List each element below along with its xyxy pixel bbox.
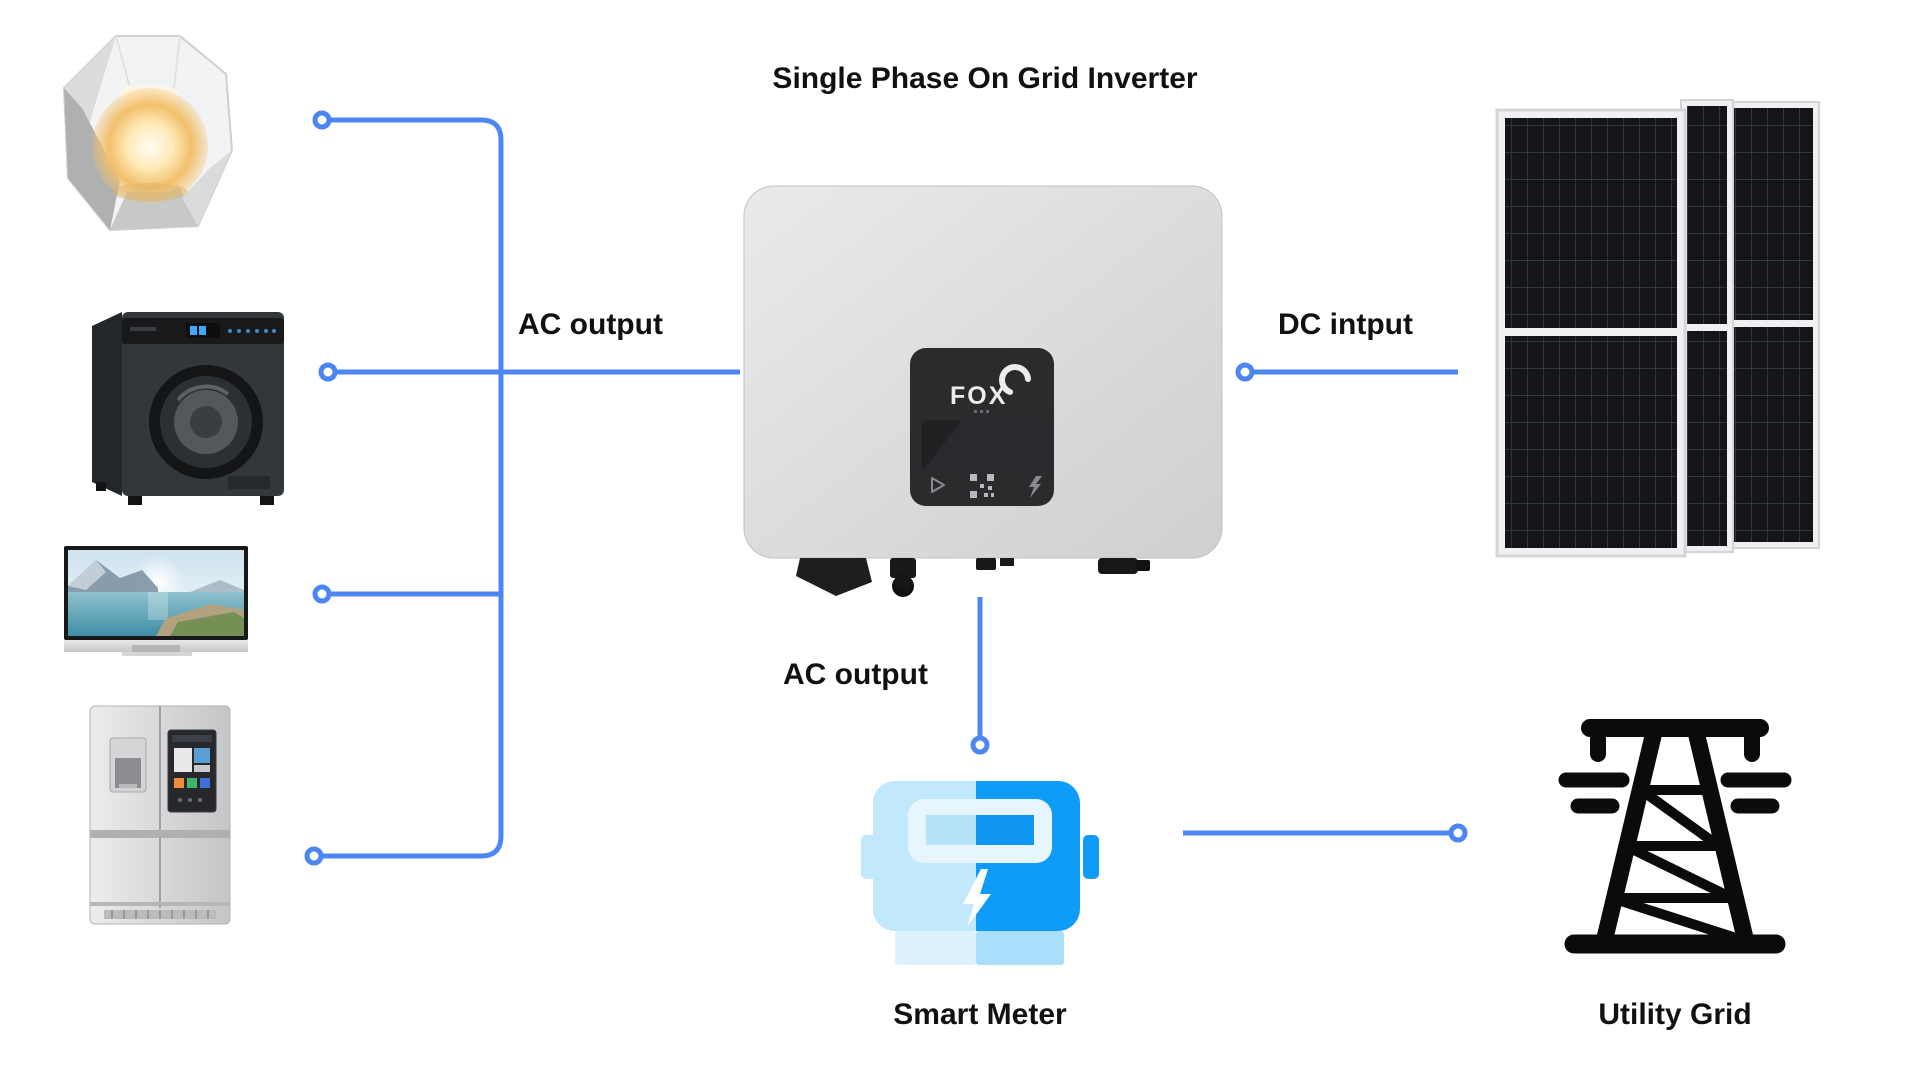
node-lamp [312, 110, 332, 130]
solar-panel-front [1495, 108, 1687, 558]
solar-panel-array-icon [1495, 99, 1820, 558]
loads-trunk-line [314, 117, 504, 859]
smart-meter-label: Smart Meter [893, 998, 1067, 1031]
solar-panel-middle [1680, 99, 1734, 553]
ac-output-bottom-label: AC output [783, 658, 928, 691]
inverter-connectors [796, 558, 1150, 597]
solar-panel-back [1726, 101, 1820, 549]
television-icon [64, 546, 248, 656]
node-washer [318, 362, 338, 382]
inverter-brand-text: FOX [950, 382, 1007, 410]
washing-machine-icon [92, 312, 284, 505]
page-title: Single Phase On Grid Inverter [772, 62, 1198, 95]
dc-input-label: DC intput [1278, 308, 1413, 341]
node-tv [312, 584, 332, 604]
qr-code-icon [970, 474, 994, 498]
utility-grid-icon [1558, 719, 1792, 954]
ac-output-left-label: AC output [518, 308, 663, 341]
refrigerator-icon [89, 705, 231, 925]
node-meter [970, 735, 990, 755]
fox-swirl-logo-icon [999, 364, 1031, 395]
table-lamp-icon [62, 35, 234, 232]
node-grid [1448, 823, 1468, 843]
smart-meter-icon [861, 781, 1099, 965]
lightning-indicator-icon [1029, 476, 1042, 498]
node-dc-input [1235, 362, 1255, 382]
inverter-image: FOX [743, 185, 1223, 597]
node-fridge [304, 846, 324, 866]
play-indicator-icon [931, 477, 945, 493]
lightning-bolt-icon [963, 869, 991, 927]
utility-grid-label: Utility Grid [1598, 998, 1752, 1031]
